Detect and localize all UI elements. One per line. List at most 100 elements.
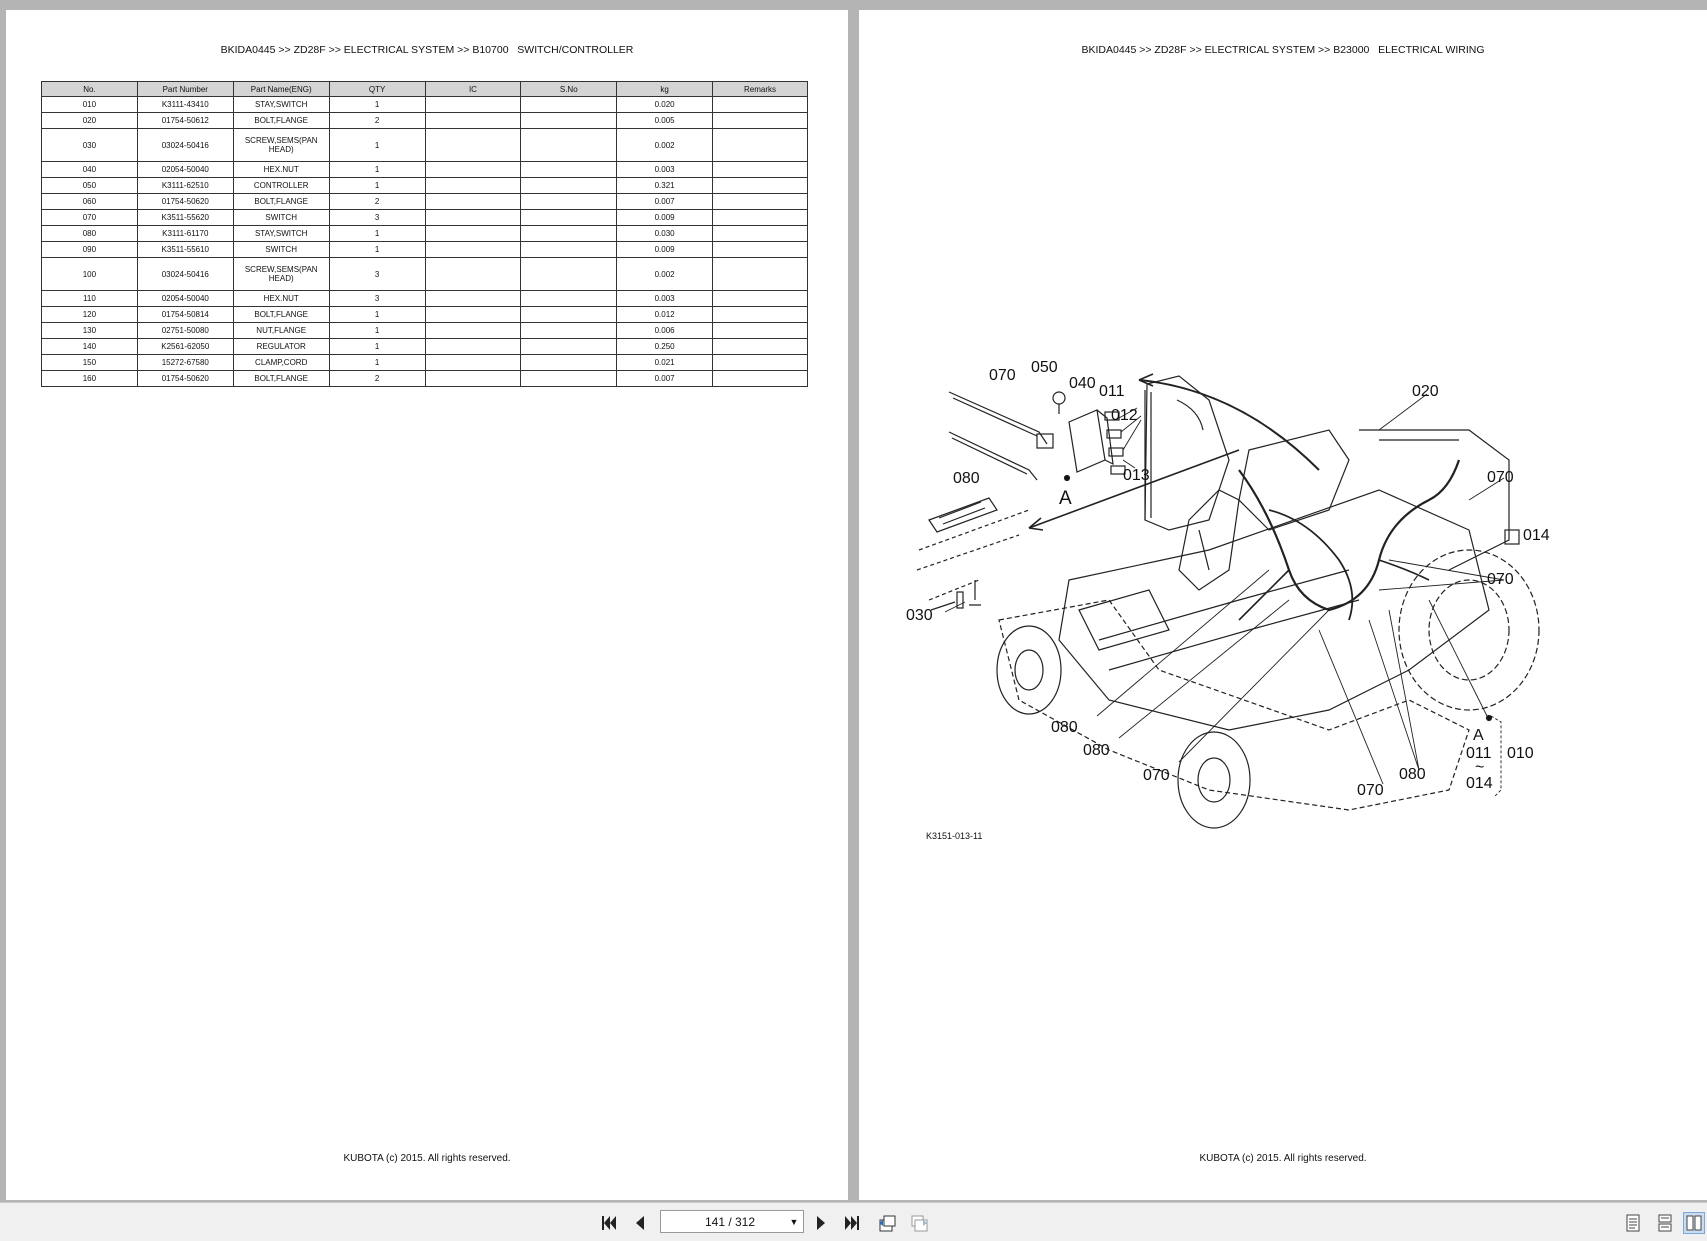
cell-part-number: 03024-50416 [136,128,234,162]
col-header-remarks: Remarks [712,81,808,97]
cell-remarks [712,338,808,355]
next-page-icon[interactable] [810,1212,832,1234]
cell-part-number: 03024-50416 [136,257,234,291]
cell-no: 140 [41,338,138,355]
cell-no: 120 [41,306,138,323]
cell-qty: 3 [328,290,426,307]
callout-tilde: ~ [1475,759,1484,776]
cell-kg: 0.007 [616,193,714,210]
left-page-header: BKIDA0445 >> ZD28F >> ELECTRICAL SYSTEM … [220,44,634,56]
cell-part-number: K3511-55620 [136,209,234,226]
cell-qty: 1 [328,241,426,258]
back-view-icon[interactable] [876,1212,898,1234]
parts-table: No. Part Number Part Name(ENG) QTY IC S.… [41,81,808,387]
cell-sno [520,290,618,307]
cell-qty: 2 [328,370,426,387]
cell-qty: 1 [328,177,426,194]
cell-remarks [712,370,808,387]
col-header-ic: IC [424,81,522,97]
callout-070-right-upper: 070 [1487,469,1514,486]
cell-part-name: SWITCH [232,241,330,258]
cell-qty: 3 [328,257,426,291]
chevron-down-icon[interactable]: ▼ [789,1216,799,1227]
cell-part-name: REGULATOR [232,338,330,355]
cell-ic [424,257,522,291]
cell-kg: 0.021 [616,354,714,371]
cell-no: 060 [41,193,138,210]
callout-040: 040 [1069,375,1096,392]
callout-a-detail: A [1473,727,1484,744]
cell-sno [520,209,618,226]
cell-remarks [712,225,808,242]
cell-ic [424,209,522,226]
cell-ic [424,177,522,194]
cell-remarks [712,257,808,291]
cell-remarks [712,322,808,339]
cell-part-number: 01754-50612 [136,112,234,129]
col-header-part-name: Part Name(ENG) [232,81,330,97]
right-page: BKIDA0445 >> ZD28F >> ELECTRICAL SYSTEM … [859,10,1707,1200]
last-page-icon[interactable] [841,1212,863,1234]
cell-remarks [712,161,808,178]
cell-kg: 0.003 [616,161,714,178]
cell-kg: 0.012 [616,306,714,323]
cell-ic [424,290,522,307]
cell-part-number: 02751-50080 [136,322,234,339]
col-header-no: No. [41,81,138,97]
previous-page-icon[interactable] [629,1212,651,1234]
cell-part-number: 02054-50040 [136,161,234,178]
cell-kg: 0.250 [616,338,714,355]
cell-qty: 2 [328,193,426,210]
callout-070-bottom: 070 [1357,782,1384,799]
cell-part-number: 01754-50620 [136,193,234,210]
cell-sno [520,354,618,371]
single-page-view-icon[interactable] [1622,1212,1644,1234]
cell-kg: 0.003 [616,290,714,307]
cell-part-name: STAY,SWITCH [232,225,330,242]
first-page-icon[interactable] [598,1212,620,1234]
cell-remarks [712,112,808,129]
cell-remarks [712,306,808,323]
viewer-toolbar: 141 / 312 ▼ [0,1202,1707,1241]
cell-ic [424,193,522,210]
cell-no: 130 [41,322,138,339]
cell-qty: 2 [328,112,426,129]
two-page-view-icon[interactable] [1683,1212,1705,1234]
callout-070-front: 070 [1143,767,1170,784]
mower-deck-drawing [998,599,1470,811]
stay-switch-070-drawing [948,391,1048,445]
cell-no: 010 [41,96,138,113]
cell-ic [424,354,522,371]
forward-view-icon[interactable] [908,1212,930,1234]
cell-kg: 0.006 [616,322,714,339]
cell-sno [520,306,618,323]
cell-qty: 1 [328,96,426,113]
page-indicator: 141 / 312 [704,1214,756,1229]
cell-no: 150 [41,354,138,371]
cell-qty: 1 [328,128,426,162]
cell-part-number: K3511-55610 [136,241,234,258]
cell-no: 050 [41,177,138,194]
cell-part-number: K3111-62510 [136,177,234,194]
callout-050: 050 [1031,359,1058,376]
continuous-view-icon[interactable] [1654,1212,1676,1234]
cell-kg: 0.030 [616,225,714,242]
wiring-diagram: 070 050 040 011 012 013 020 080 A 070 01… [906,359,1609,870]
cell-part-name: HEX.NUT [232,161,330,178]
cell-sno [520,193,618,210]
cell-part-name: STAY,SWITCH [232,96,330,113]
cell-remarks [712,241,808,258]
cell-qty: 1 [328,161,426,178]
left-page-footer: KUBOTA (c) 2015. All rights reserved. [343,1153,511,1164]
cell-sno [520,177,618,194]
cell-remarks [712,209,808,226]
page-number-field[interactable]: 141 / 312 ▼ [660,1210,804,1233]
callout-080-bottom: 080 [1399,766,1426,783]
callout-012: 012 [1111,407,1138,424]
